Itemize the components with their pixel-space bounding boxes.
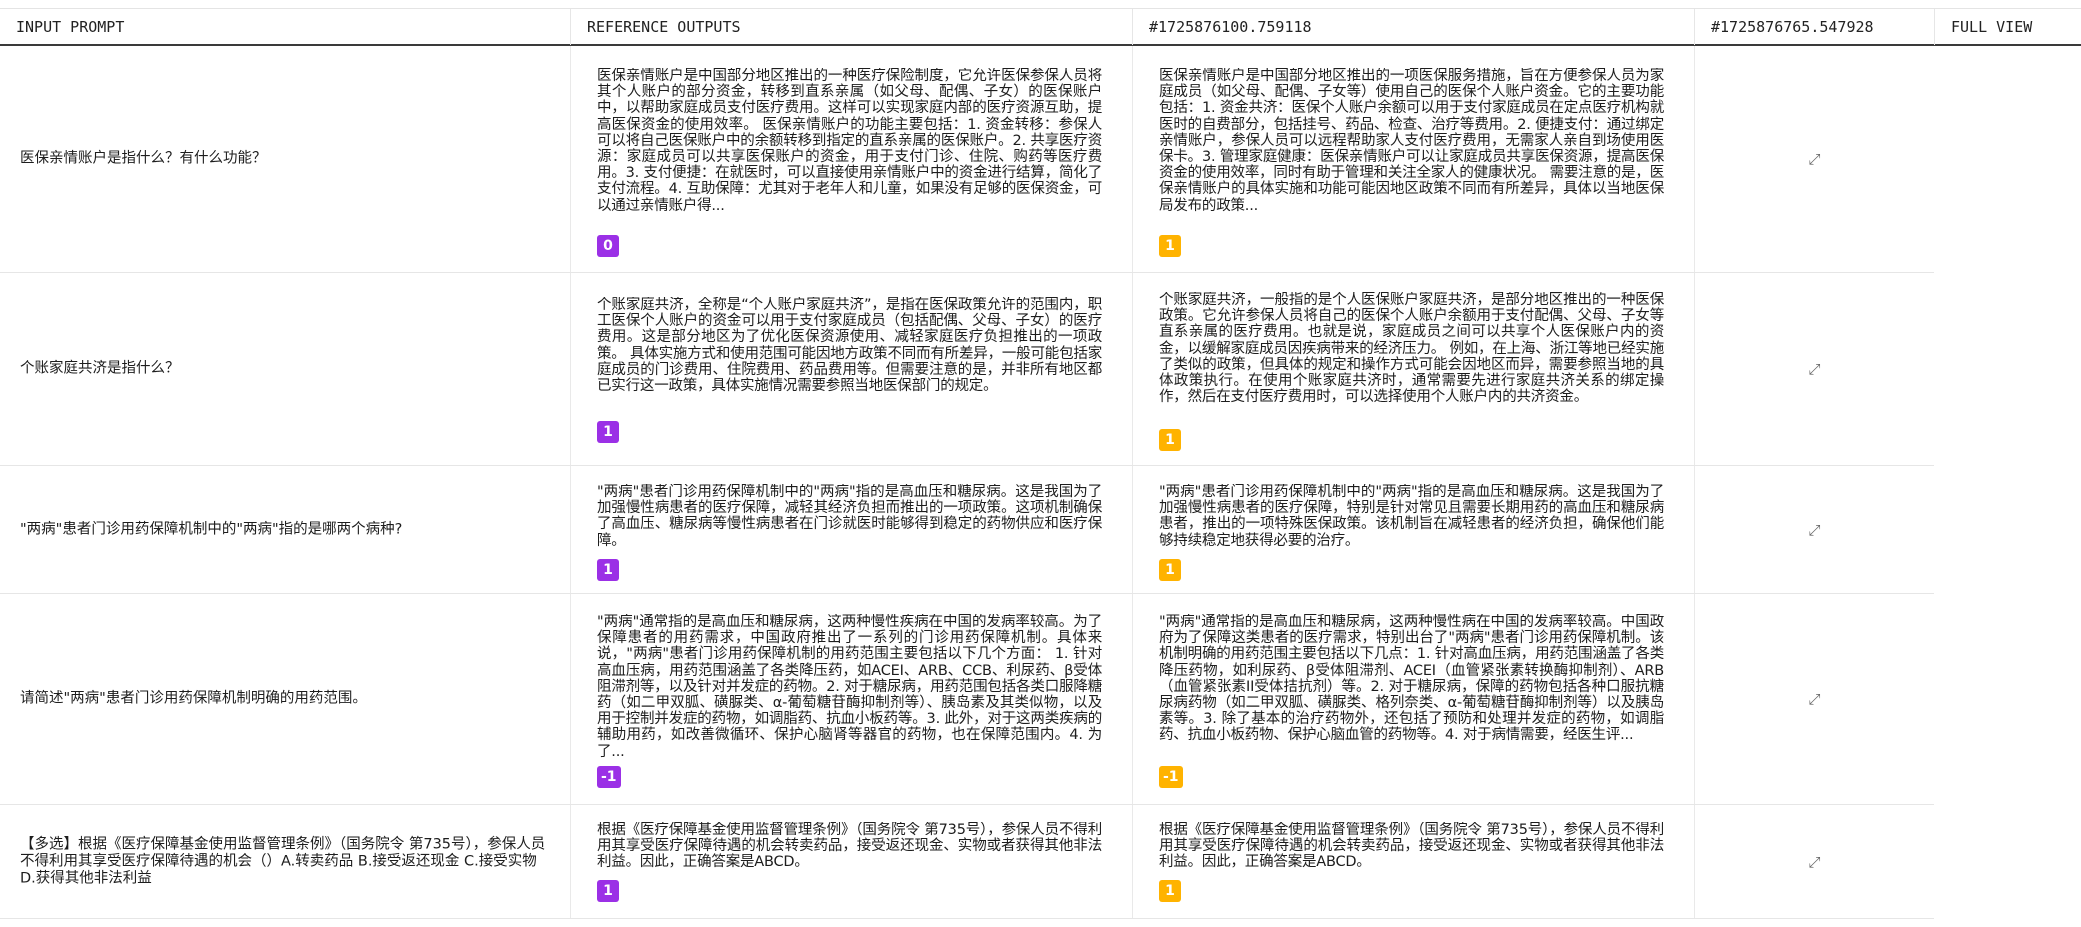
prompt-text: 【多选】根据《医疗保障基金使用监督管理条例》（国务院令 第735号），参保人员不… <box>20 836 546 886</box>
run-output-cell: "两病"患者门诊用药保障机制中的"两病"指的是高血压和糖尿病。这是我国为了加强慢… <box>1132 466 1694 593</box>
column-header-full-view: FULL VIEW <box>1934 9 2081 45</box>
column-header-input-prompt: INPUT PROMPT <box>16 18 125 36</box>
reference-score-badge: 1 <box>597 880 619 902</box>
expand-diagonal-icon[interactable]: ⤢ <box>1808 520 1821 539</box>
run-score-badge: 1 <box>1159 880 1181 902</box>
run-output-text: 个账家庭共济，一般指的是个人医保账户家庭共济，是部分地区推出的一种医保政策。它允… <box>1159 292 1664 406</box>
run-output-cell: 个账家庭共济，一般指的是个人医保账户家庭共济，是部分地区推出的一种医保政策。它允… <box>1132 273 1694 465</box>
table-row: 医保亲情账户是指什么？有什么功能？ 医保亲情账户是中国部分地区推出的一种医疗保险… <box>0 46 1934 273</box>
reference-score-badge: 0 <box>597 235 619 257</box>
reference-score-badge: 1 <box>597 559 619 581</box>
run-output-text: "两病"通常指的是高血压和糖尿病，这两种慢性病在中国的发病率较高。中国政府为了保… <box>1159 614 1664 744</box>
column-header-run-2: #1725876765.547928 <box>1694 9 1934 45</box>
full-view-cell: ⤢ <box>1694 594 1934 804</box>
table-row: 个账家庭共济是指什么？ 个账家庭共济，全称是“个人账户家庭共济”，是指在医保政策… <box>0 273 1934 466</box>
run-score-badge: 1 <box>1159 235 1181 257</box>
run-output-cell: 医保亲情账户是中国部分地区推出的一项医保服务措施，旨在方便参保人员为家庭成员（如… <box>1132 46 1694 272</box>
full-view-cell: ⤢ <box>1694 273 1934 465</box>
expand-diagonal-icon[interactable]: ⤢ <box>1808 150 1821 168</box>
reference-output-cell: 根据《医疗保障基金使用监督管理条例》（国务院令 第735号），参保人员不得利用其… <box>570 805 1132 918</box>
prompt-cell: 【多选】根据《医疗保障基金使用监督管理条例》（国务院令 第735号），参保人员不… <box>0 805 570 918</box>
prompt-text: "两病"患者门诊用药保障机制中的"两病"指的是哪两个病种? <box>20 521 403 537</box>
column-header-run-1: #1725876100.759118 <box>1132 9 1694 45</box>
reference-output-text: 个账家庭共济，全称是“个人账户家庭共济”，是指在医保政策允许的范围内，职工医保个… <box>597 297 1102 395</box>
table-row: "两病"患者门诊用药保障机制中的"两病"指的是哪两个病种? "两病"患者门诊用药… <box>0 466 1934 594</box>
run-output-text: "两病"患者门诊用药保障机制中的"两病"指的是高血压和糖尿病。这是我国为了加强慢… <box>1159 484 1664 549</box>
full-view-cell: ⤢ <box>1694 46 1934 272</box>
full-view-cell: ⤢ <box>1694 805 1934 918</box>
expand-diagonal-icon[interactable]: ⤢ <box>1808 852 1821 871</box>
run-output-text: 医保亲情账户是中国部分地区推出的一项医保服务措施，旨在方便参保人员为家庭成员（如… <box>1159 68 1664 214</box>
reference-output-text: "两病"通常指的是高血压和糖尿病，这两种慢性疾病在中国的发病率较高。为了保障患者… <box>597 614 1102 760</box>
reference-output-text: 医保亲情账户是中国部分地区推出的一种医疗保险制度，它允许医保参保人员将其个人账户… <box>597 68 1102 214</box>
reference-output-text: 根据《医疗保障基金使用监督管理条例》（国务院令 第735号），参保人员不得利用其… <box>597 822 1102 871</box>
reference-output-cell: 医保亲情账户是中国部分地区推出的一种医疗保险制度，它允许医保参保人员将其个人账户… <box>570 46 1132 272</box>
reference-output-cell: "两病"患者门诊用药保障机制中的"两病"指的是高血压和糖尿病。这是我国为了加强慢… <box>570 466 1132 593</box>
prompt-cell: 医保亲情账户是指什么？有什么功能？ <box>0 46 570 272</box>
run-output-cell: 根据《医疗保障基金使用监督管理条例》（国务院令 第735号），参保人员不得利用其… <box>1132 805 1694 918</box>
run-output-cell: "两病"通常指的是高血压和糖尿病，这两种慢性病在中国的发病率较高。中国政府为了保… <box>1132 594 1694 804</box>
table-row: 【多选】根据《医疗保障基金使用监督管理条例》（国务院令 第735号），参保人员不… <box>0 805 1934 919</box>
reference-output-text: "两病"患者门诊用药保障机制中的"两病"指的是高血压和糖尿病。这是我国为了加强慢… <box>597 484 1102 549</box>
reference-score-badge: 1 <box>597 421 619 443</box>
run-output-text: 根据《医疗保障基金使用监督管理条例》（国务院令 第735号），参保人员不得利用其… <box>1159 822 1664 871</box>
expand-diagonal-icon[interactable]: ⤢ <box>1808 690 1821 708</box>
table-header: INPUT PROMPT REFERENCE OUTPUTS #17258761… <box>0 8 2081 46</box>
reference-output-cell: "两病"通常指的是高血压和糖尿病，这两种慢性疾病在中国的发病率较高。为了保障患者… <box>570 594 1132 804</box>
table-row: 请简述"两病"患者门诊用药保障机制明确的用药范围。 "两病"通常指的是高血压和糖… <box>0 594 1934 805</box>
prompt-text: 请简述"两病"患者门诊用药保障机制明确的用药范围。 <box>20 690 367 707</box>
prompt-cell: 请简述"两病"患者门诊用药保障机制明确的用药范围。 <box>0 594 570 804</box>
expand-diagonal-icon[interactable]: ⤢ <box>1808 360 1821 378</box>
reference-output-cell: 个账家庭共济，全称是“个人账户家庭共济”，是指在医保政策允许的范围内，职工医保个… <box>570 273 1132 465</box>
prompt-text: 个账家庭共济是指什么？ <box>20 360 180 377</box>
prompt-cell: 个账家庭共济是指什么？ <box>0 273 570 465</box>
run-score-badge: 1 <box>1159 429 1181 451</box>
run-score-badge: 1 <box>1159 559 1181 581</box>
prompt-cell: "两病"患者门诊用药保障机制中的"两病"指的是哪两个病种? <box>0 466 570 593</box>
reference-score-badge: -1 <box>597 766 621 788</box>
column-header-reference-outputs: REFERENCE OUTPUTS <box>570 9 1132 45</box>
prompt-text: 医保亲情账户是指什么？有什么功能？ <box>20 150 267 167</box>
full-view-cell: ⤢ <box>1694 466 1934 593</box>
run-score-badge: -1 <box>1159 766 1183 788</box>
